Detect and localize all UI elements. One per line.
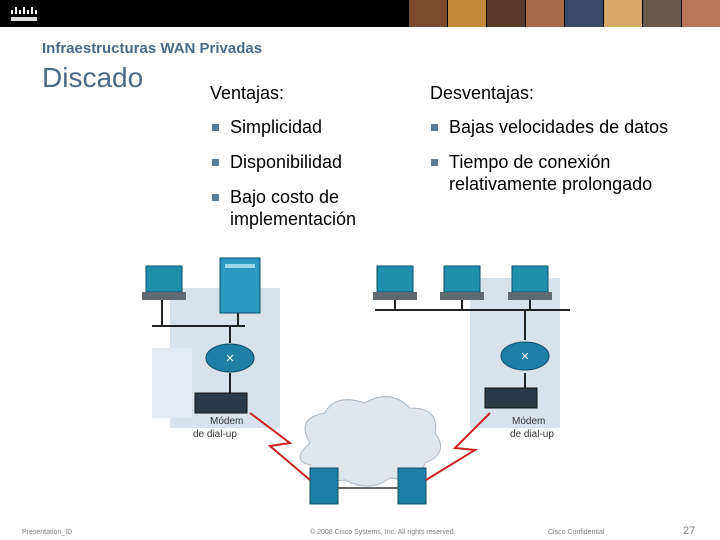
wan-switch-icon <box>397 467 427 505</box>
slide-subtitle: Infraestructuras WAN Privadas <box>42 40 263 57</box>
router-icon: ✕ <box>500 341 550 371</box>
lightning-link <box>425 412 491 481</box>
workstation-icon <box>508 265 552 300</box>
copyright-notice: © 2008 Cisco Systems, Inc. All rights re… <box>310 529 456 536</box>
modem-left-label: Módem de dial-up <box>193 416 246 440</box>
confidential-label: Cisco Confidential <box>548 529 605 536</box>
lightning-link <box>249 412 311 481</box>
modem-right-label-line-1: Módem <box>512 416 545 427</box>
workstation-icon <box>440 265 484 300</box>
ventajas-list: Simplicidad Disponibilidad Bajo costo de… <box>212 116 392 243</box>
banner-photo-strip <box>408 0 720 27</box>
ventajas-item: Bajo costo de implementación <box>212 186 392 230</box>
page-number: 27 <box>683 525 696 537</box>
dialup-network-diagram: ✕ ✕ Módem de dial-up Módem de dial-up <box>142 257 570 505</box>
workstation-icon <box>142 265 186 300</box>
modem-icon <box>194 392 248 414</box>
modem-left-label-line-1: Módem <box>210 416 243 427</box>
cisco-logo <box>11 7 37 21</box>
ventajas-heading: Ventajas: <box>210 83 285 103</box>
wan-switch-icon <box>309 467 339 505</box>
svg-text:✕: ✕ <box>225 352 234 365</box>
modem-right-label-line-2: de dial-up <box>510 429 554 440</box>
router-icon: ✕ <box>205 343 255 373</box>
ventajas-item: Disponibilidad <box>212 151 392 173</box>
presentation-id: Presentation_ID <box>22 529 73 536</box>
slide-title: Discado <box>42 62 144 93</box>
modem-right-label: Módem de dial-up <box>510 416 554 440</box>
desventajas-item: Tiempo de conexión relativamente prolong… <box>431 151 691 195</box>
server-icon <box>219 257 261 314</box>
top-banner <box>0 0 720 27</box>
workstation-icon <box>373 265 417 300</box>
modem-left-label-line-2: de dial-up <box>193 429 237 440</box>
desventajas-item: Bajas velocidades de datos <box>431 116 691 138</box>
desventajas-list: Bajas velocidades de datos Tiempo de con… <box>431 116 691 208</box>
ventajas-item: Simplicidad <box>212 116 392 138</box>
desventajas-heading: Desventajas: <box>430 83 535 103</box>
modem-icon <box>484 387 538 409</box>
svg-text:✕: ✕ <box>520 350 529 363</box>
